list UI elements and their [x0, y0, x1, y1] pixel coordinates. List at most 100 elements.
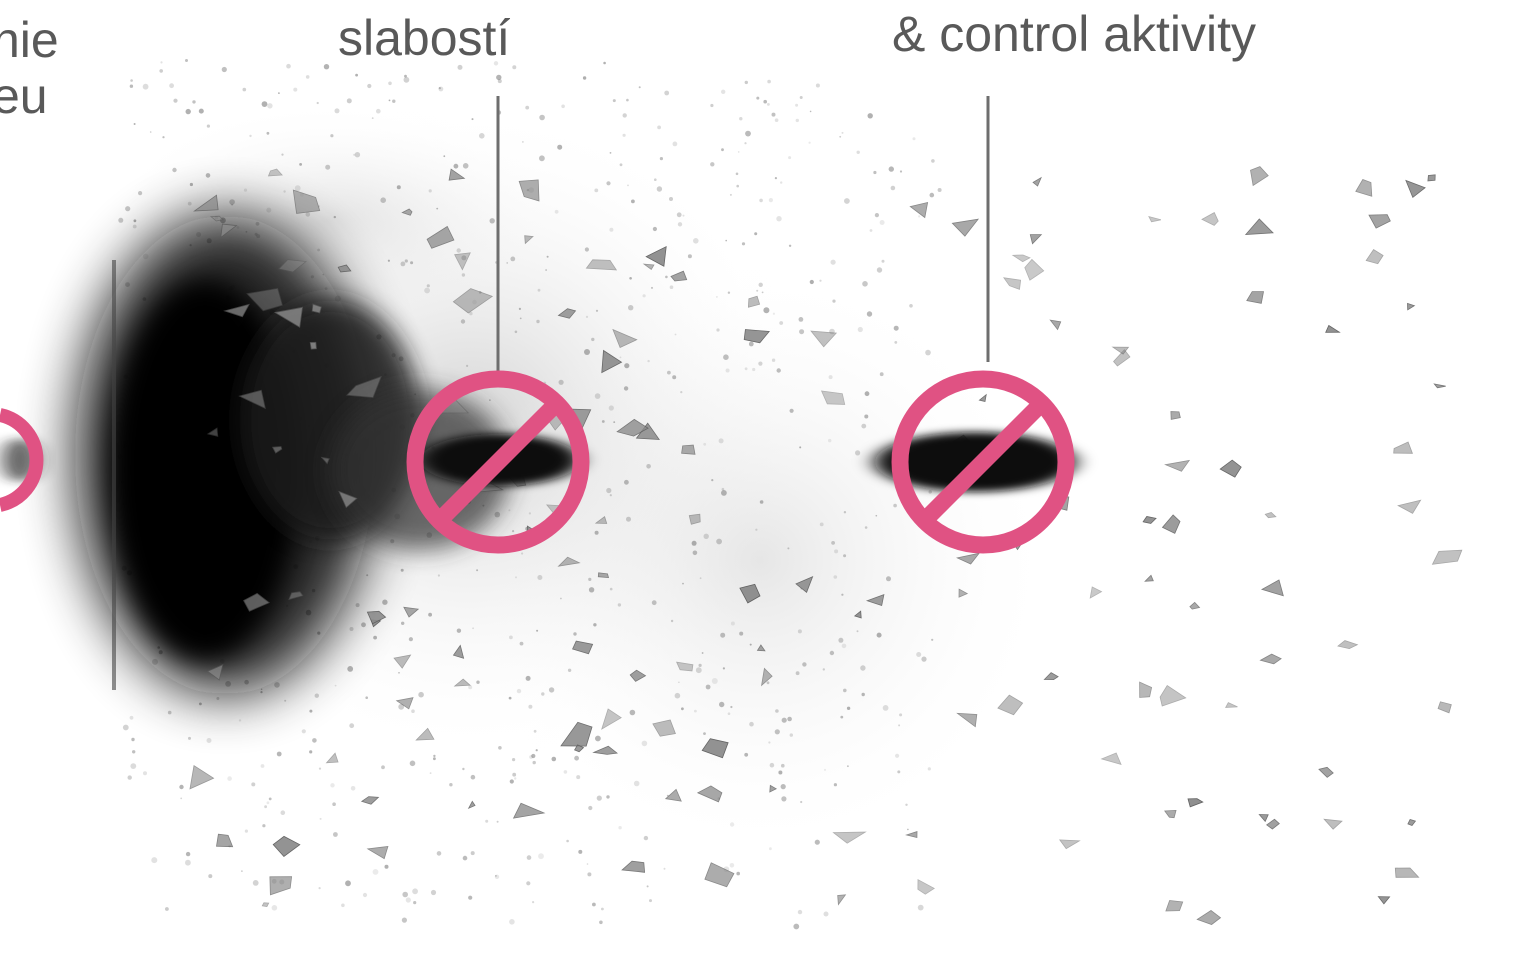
speckle-dot	[133, 219, 137, 223]
speckle-dot	[551, 756, 557, 762]
label-left-partial: nie eu	[0, 12, 59, 124]
speckle-dot	[916, 652, 922, 657]
glass-fragment	[1355, 179, 1373, 197]
glass-fragment	[560, 721, 593, 747]
speckle-dot	[838, 637, 844, 643]
speckle-dot	[601, 420, 605, 423]
speckle-dot	[687, 254, 692, 259]
speckle-dot	[727, 712, 731, 715]
speckle-dot	[674, 333, 677, 336]
speckle-dot	[532, 901, 535, 904]
speckle-dot	[609, 227, 614, 232]
speckle-dot	[606, 795, 610, 799]
speckle-dot	[198, 108, 204, 114]
glass-fragment	[1049, 319, 1062, 331]
speckle-dot	[470, 774, 476, 780]
glass-fragment	[426, 225, 455, 249]
glass-fragment	[346, 375, 382, 398]
glass-fragment	[676, 661, 694, 672]
glass-fragment	[246, 287, 283, 312]
speckle-dot	[745, 130, 751, 137]
glass-fragment	[243, 592, 270, 612]
speckle-dot	[861, 423, 867, 429]
speckle-dot	[125, 206, 131, 212]
speckle-dot	[895, 753, 900, 758]
speckle-dot	[404, 74, 407, 78]
speckle-dot	[613, 421, 616, 423]
speckle-dot	[643, 835, 649, 841]
speckle-dot	[428, 612, 432, 617]
speckle-dot	[438, 86, 444, 92]
glass-fragment	[601, 349, 623, 374]
glass-fragment	[193, 194, 219, 212]
speckle-dot	[271, 905, 278, 911]
glass-fragment	[337, 264, 352, 273]
speckle-dot	[833, 575, 838, 579]
glass-fragment	[670, 270, 688, 282]
speckle-dot	[205, 173, 211, 178]
speckle-dot	[185, 851, 191, 857]
glass-fragment	[524, 235, 534, 245]
speckle-dot	[787, 547, 790, 550]
speckle-dot	[641, 740, 648, 747]
speckle-dot	[646, 885, 649, 888]
speckle-dot	[781, 717, 787, 723]
speckle-dot	[249, 134, 252, 138]
speckle-dot	[506, 262, 509, 264]
speckle-dot	[595, 309, 599, 312]
speckle-dot	[591, 337, 595, 342]
speckle-dot	[847, 765, 849, 768]
speckle-dot	[793, 923, 800, 930]
speckle-dot	[538, 853, 544, 860]
glass-fragment	[865, 593, 885, 607]
speckle-dot	[284, 699, 287, 702]
glass-fragment	[1196, 910, 1222, 925]
speckle-dot	[893, 503, 897, 508]
speckle-dot	[132, 224, 137, 229]
speckle-dot	[727, 291, 731, 294]
speckle-dot	[897, 770, 901, 774]
speckle-dot	[498, 746, 502, 750]
glass-fragment	[1003, 277, 1022, 290]
glass-fragment	[1397, 499, 1422, 514]
glass-fragment	[594, 516, 608, 524]
speckle-dot	[283, 190, 286, 193]
speckle-dot	[672, 375, 677, 380]
speckle-dot	[132, 750, 136, 754]
speckle-dot	[316, 101, 319, 105]
speckle-dot	[192, 100, 196, 104]
speckle-dot	[567, 668, 572, 672]
speckle-dot	[411, 709, 415, 713]
speckle-dot	[185, 859, 191, 866]
speckle-dot	[509, 635, 513, 640]
glass-fragment	[597, 572, 610, 579]
speckle-dot	[775, 709, 779, 713]
speckle-dot	[882, 705, 889, 711]
speckle-dot	[888, 166, 894, 172]
speckle-dot	[129, 715, 134, 720]
speckle-dot	[512, 65, 517, 70]
glass-fragment	[747, 295, 761, 308]
glass-fragment	[1394, 867, 1420, 878]
speckle-dot	[238, 719, 242, 722]
speckle-dot	[788, 244, 792, 247]
glass-fragment	[403, 606, 420, 618]
speckle-dot	[744, 752, 749, 757]
glass-fragment	[238, 389, 266, 410]
glass-fragment	[592, 745, 618, 755]
glass-fragment	[338, 490, 358, 509]
speckle-dot	[362, 892, 368, 898]
speckle-dot	[437, 574, 440, 577]
glass-fragment	[453, 678, 471, 687]
glass-fragment	[704, 862, 735, 888]
glass-fragment	[1259, 653, 1282, 665]
speckle-dot	[456, 248, 461, 253]
label-right: & control aktivity	[892, 6, 1256, 62]
speckle-dot	[384, 864, 389, 869]
speckle-dot	[755, 528, 758, 531]
speckle-dot	[749, 643, 752, 646]
speckle-dot	[814, 839, 820, 845]
glass-fragment	[951, 218, 980, 237]
glass-fragment	[206, 427, 219, 437]
speckle-dot	[797, 629, 802, 634]
